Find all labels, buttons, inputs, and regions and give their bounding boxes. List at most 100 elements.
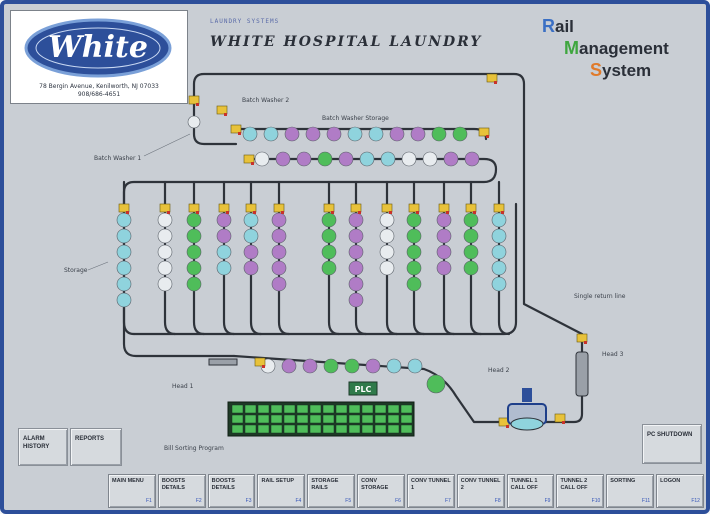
- laundry-bag-green: [186, 212, 202, 228]
- sorting-cell: [322, 424, 335, 434]
- laundry-bag-green: [186, 260, 202, 276]
- laundry-bag-green: [431, 126, 447, 142]
- rms-rest-s: ystem: [602, 61, 652, 80]
- function-key-label: CONV TUNNEL 2: [460, 478, 501, 491]
- sorting-cell: [387, 404, 400, 414]
- laundry-bag-cyan: [216, 260, 232, 276]
- switch-indicator-icon: [486, 135, 489, 138]
- switch-indicator-icon: [416, 211, 419, 214]
- storage-lane-rail: [122, 180, 136, 336]
- laundry-bag-white: [157, 276, 173, 292]
- rail-switch-icon: [408, 203, 420, 213]
- plc-panel: PLC: [227, 381, 415, 437]
- sorting-cell: [309, 424, 322, 434]
- sorting-cell: [374, 424, 387, 434]
- switch-indicator-icon: [584, 341, 587, 344]
- function-key-number: F7: [444, 498, 451, 504]
- sorting-cell: [244, 404, 257, 414]
- laundry-bag-purple: [348, 212, 364, 228]
- laundry-bag-green: [406, 228, 422, 244]
- laundry-bag-white: [401, 151, 417, 167]
- rail-switch-icon: [118, 203, 130, 213]
- rms-initial-m: M: [564, 38, 579, 58]
- label-storage: Storage: [64, 267, 88, 274]
- laundry-bag-cyan: [242, 126, 258, 142]
- laundry-bag-cyan: [491, 228, 507, 244]
- laundry-bag-purple: [348, 228, 364, 244]
- laundry-bag-purple: [271, 228, 287, 244]
- sorting-cell: [374, 414, 387, 424]
- laundry-bag-purple: [296, 151, 312, 167]
- laundry-bag-cyan: [116, 292, 132, 308]
- laundry-bag-white: [254, 151, 270, 167]
- storage-exit-rail: [122, 202, 236, 358]
- function-key-label: BOOSTS DETAILS: [211, 478, 235, 491]
- sorting-cell: [244, 424, 257, 434]
- laundry-bag-purple: [243, 260, 259, 276]
- pc-shutdown-button[interactable]: PC SHUTDOWN: [642, 424, 702, 464]
- rail-tracks: [122, 72, 584, 424]
- function-key-8[interactable]: CONV TUNNEL 2 F8: [456, 474, 505, 508]
- label-head-3: Head 3: [602, 351, 624, 358]
- switch-indicator-icon: [446, 211, 449, 214]
- laundry-bag-green: [463, 228, 479, 244]
- rail-switch-icon: [254, 357, 266, 367]
- header-subtitle: LAUNDRY SYSTEMS: [210, 18, 280, 25]
- address-phone: 908/686-4651: [77, 91, 121, 98]
- function-key-number: F11: [641, 498, 651, 504]
- switch-indicator-icon: [358, 211, 361, 214]
- switch-indicator-icon: [494, 81, 497, 84]
- switch-indicator-icon: [281, 211, 284, 214]
- rail-switch-icon: [188, 203, 200, 213]
- laundry-bag-cyan: [263, 126, 279, 142]
- rail-switch-icon: [218, 203, 230, 213]
- storage-lane-rail: [192, 180, 206, 336]
- rms-word-rail: Rail: [542, 16, 574, 37]
- alarm-history-button[interactable]: ALARM HISTORY: [18, 428, 68, 466]
- address-line-1: 78 Bergin Avenue, Kenilworth, NJ 07033: [39, 83, 159, 90]
- laundry-bag-purple: [348, 292, 364, 308]
- laundry-bag-purple: [216, 228, 232, 244]
- sorting-cell: [270, 424, 283, 434]
- laundry-bag-cyan: [491, 276, 507, 292]
- sorting-cell: [335, 414, 348, 424]
- rail-switches: [118, 73, 588, 428]
- company-address: 78 Bergin Avenue, Kenilworth, NJ 07033 9…: [19, 83, 179, 99]
- loading-station: [507, 388, 547, 431]
- laundry-bag-purple: [348, 276, 364, 292]
- diagram-labels: Batch Washer 1 Batch Washer 2 Batch Wash…: [64, 97, 626, 452]
- laundry-bag-cyan: [380, 151, 396, 167]
- laundry-bag-purple: [338, 151, 354, 167]
- storage-lane-rail: [354, 180, 368, 336]
- laundry-bag-purple: [305, 126, 321, 142]
- rail-switch-icon: [273, 203, 285, 213]
- laundry-bag-green: [323, 358, 339, 374]
- rail-switch-icon: [438, 203, 450, 213]
- storage-lane-rail: [497, 180, 511, 336]
- laundry-bag-purple: [464, 151, 480, 167]
- rms-initial-s: S: [590, 60, 603, 80]
- sorting-cell: [400, 424, 413, 434]
- sorting-cell: [296, 414, 309, 424]
- function-key-number: F8: [494, 498, 501, 504]
- sorting-cell: [270, 404, 283, 414]
- storage-lane-rail: [222, 180, 236, 336]
- laundry-bag-cyan: [216, 244, 232, 260]
- sorting-cell: [296, 424, 309, 434]
- label-batch-washer-1: Batch Washer 1: [94, 155, 141, 162]
- plc-label: PLC: [355, 385, 372, 394]
- reports-button[interactable]: REPORTS: [70, 428, 122, 466]
